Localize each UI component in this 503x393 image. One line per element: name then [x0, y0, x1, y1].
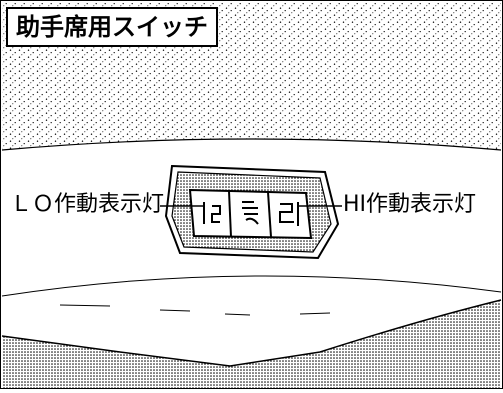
hi-indicator-label: HI作動表示灯	[343, 192, 477, 217]
defroster-icon	[242, 201, 259, 225]
passenger-switch	[164, 164, 340, 260]
diagram-title: 助手席用スイッチ	[6, 7, 218, 47]
lo-indicator-label: ＬＯ作動表示灯	[10, 192, 165, 217]
lower-trim	[2, 300, 501, 388]
